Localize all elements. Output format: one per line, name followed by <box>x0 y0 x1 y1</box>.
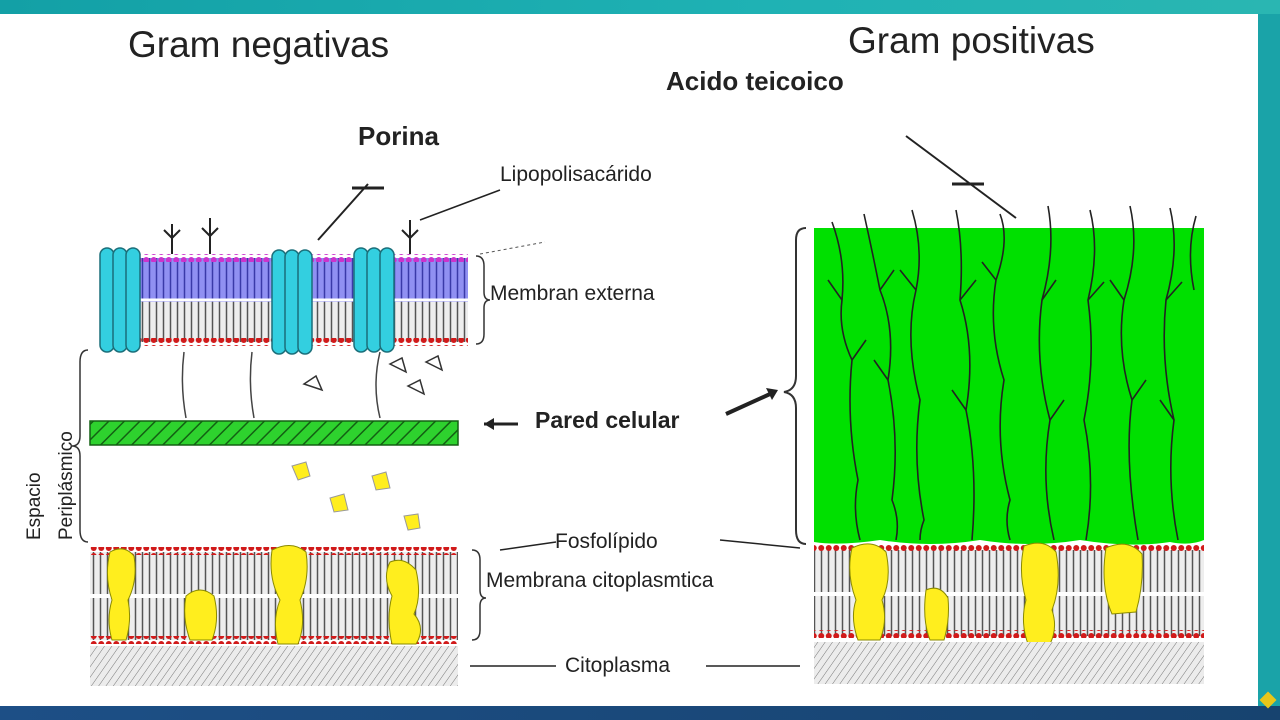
gram-negative-cytoplasm <box>90 646 458 686</box>
gram-positive-title: Gram positivas <box>848 20 1095 61</box>
porin-label: Porina <box>358 121 439 151</box>
gram-negative-title: Gram negativas <box>128 24 389 65</box>
outer-membrane-brace <box>475 255 491 345</box>
teichoic-pointer <box>905 135 1017 219</box>
cell-wall-arrow-right <box>725 392 771 416</box>
periplasm-tethers <box>181 351 381 419</box>
porin-proteins <box>99 247 395 355</box>
gram-positive-wall-brace <box>783 227 807 545</box>
periplasm-brace <box>71 349 89 543</box>
cell-wall-diagram: Gram negativas Gram positivas Acido teic… <box>24 20 1204 686</box>
porin-pointer <box>317 183 369 241</box>
gram-positive-peptidoglycan <box>814 228 1204 545</box>
slide-top-accent-bar <box>0 0 1280 14</box>
lps-chains <box>163 218 419 254</box>
phospholipid-label: Fosfolípido <box>555 530 658 553</box>
gram-negative-membrane-proteins <box>106 545 421 645</box>
cytoplasmic-membrane-brace <box>471 549 487 641</box>
slide-bottom-accent-bar <box>0 706 1280 720</box>
teichoic-acid-label: Acido teicoico <box>666 66 844 96</box>
gram-positive-membrane-proteins <box>849 542 1143 645</box>
lipopolysaccharide-label: Lipopolisacárido <box>500 163 652 186</box>
lps-pointer <box>419 189 501 221</box>
periplasm-label-line1: Espacio <box>24 472 45 540</box>
teichoic-acid-chains <box>827 205 1197 541</box>
periplasm-particles <box>302 354 444 396</box>
gram-positive-cytoplasm <box>814 642 1204 684</box>
cytoplasmic-membrane-label: Membrana citoplasmtica <box>486 569 714 592</box>
periplasm-label-line2: Periplásmico <box>56 431 77 540</box>
cytoplasm-label: Citoplasma <box>565 654 670 677</box>
slide-canvas: Gram negativas Gram positivas Acido teic… <box>0 14 1258 706</box>
gram-negative-peptidoglycan <box>89 420 459 446</box>
outer-membrane-label: Membran externa <box>490 282 655 305</box>
periplasm-proteins <box>291 461 421 531</box>
cell-wall-label: Pared celular <box>535 407 680 433</box>
